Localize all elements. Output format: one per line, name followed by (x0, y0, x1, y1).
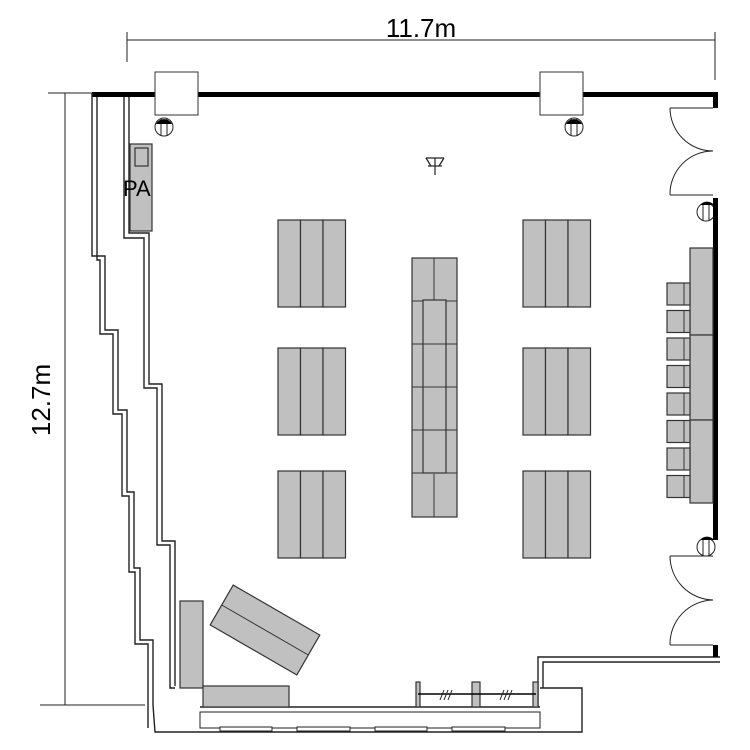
bottom-windows (219, 726, 506, 732)
table (299, 347, 324, 436)
column (154, 71, 199, 116)
table-group (522, 219, 592, 308)
left-inner-wall (123, 97, 175, 689)
chair (666, 419, 691, 444)
column (539, 71, 584, 116)
table (322, 470, 347, 559)
table (567, 347, 592, 436)
light-icon (696, 536, 716, 557)
table (299, 219, 324, 308)
width-label: 11.7m (386, 13, 456, 43)
door-bottom[interactable] (669, 555, 714, 646)
table (322, 219, 347, 308)
table (277, 347, 302, 436)
left-outer-wall (91, 93, 583, 733)
chair (666, 447, 691, 471)
angled-table (209, 584, 321, 676)
height-dimension: 12.7m (26, 92, 145, 706)
pa-unit (134, 147, 149, 167)
chair (666, 337, 691, 361)
width-dimension: 11.7m (126, 13, 716, 80)
door-top[interactable] (669, 107, 714, 196)
table-group (277, 470, 347, 559)
side-table (179, 600, 204, 689)
left-inner-wall-2 (128, 97, 176, 686)
bottom-right-wall (537, 656, 720, 707)
side-table (202, 685, 290, 708)
chair (666, 474, 691, 499)
table (277, 219, 302, 308)
light-icon (696, 201, 716, 222)
stage (689, 247, 714, 504)
table (544, 347, 569, 436)
table (567, 219, 592, 308)
table-group (277, 347, 347, 436)
table (567, 470, 592, 559)
table-group (522, 347, 592, 436)
top-wall (92, 92, 718, 97)
light-icon (154, 117, 174, 137)
chair (666, 364, 691, 389)
partition (415, 681, 539, 708)
bottom-counter (199, 711, 541, 729)
pa-label: PA (123, 176, 151, 201)
projector-icon (425, 157, 445, 175)
table-group (522, 470, 592, 559)
height-label: 12.7m (26, 364, 56, 436)
wall-segment (713, 92, 718, 108)
chair (666, 309, 691, 334)
table (299, 470, 324, 559)
center-long-table (411, 257, 458, 518)
table (522, 219, 547, 308)
right-wall (713, 198, 718, 540)
table (522, 470, 547, 559)
table-group (277, 219, 347, 308)
table (322, 347, 347, 436)
left-outer-wall-inner (96, 97, 149, 728)
chair (666, 392, 691, 416)
table (277, 470, 302, 559)
table (522, 347, 547, 436)
table (544, 470, 569, 559)
table (544, 219, 569, 308)
light-icon (564, 117, 584, 137)
chair (666, 282, 691, 306)
wall-segment (713, 645, 718, 657)
